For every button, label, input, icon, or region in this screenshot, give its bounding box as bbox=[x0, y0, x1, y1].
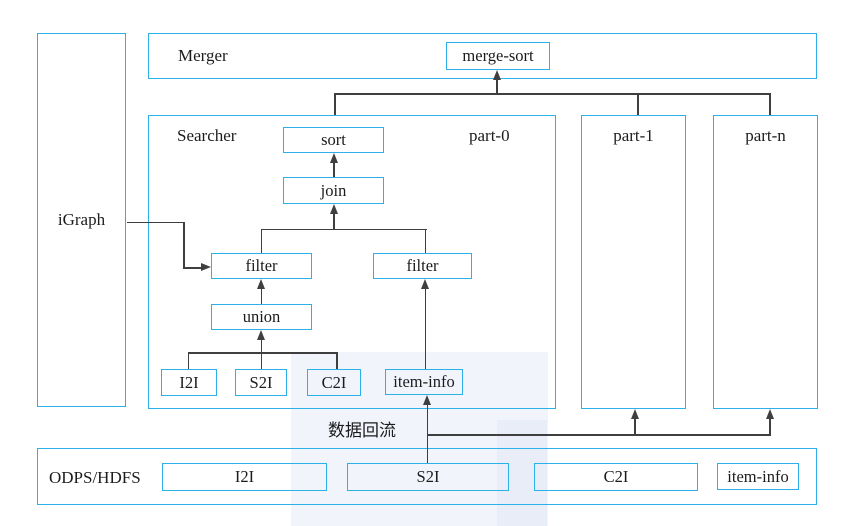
filter-right-label: filter bbox=[406, 256, 439, 275]
searcher-box: Searcher part-0 bbox=[148, 115, 556, 409]
connector-filter-left-line bbox=[260, 287, 263, 304]
connector-backflow-line bbox=[426, 403, 429, 463]
backflow-label: 数据回流 bbox=[328, 421, 396, 440]
watermark-tint-column bbox=[497, 420, 547, 526]
join-node: join bbox=[283, 177, 384, 204]
merge-sort-node: merge-sort bbox=[446, 42, 550, 70]
c2i-label: C2I bbox=[321, 372, 347, 392]
join-label: join bbox=[320, 180, 347, 200]
sort-node: sort bbox=[283, 127, 384, 153]
odps-c2i-label: C2I bbox=[603, 467, 629, 486]
connector-union-line bbox=[260, 338, 263, 369]
searcher-label: Searcher bbox=[177, 126, 237, 145]
union-node: union bbox=[211, 304, 312, 330]
connector-merge-sort-line bbox=[496, 77, 498, 94]
union-label: union bbox=[242, 307, 281, 326]
connector-partn-drop bbox=[769, 93, 771, 116]
merger-box: Merger bbox=[148, 33, 817, 79]
merge-sort-label: merge-sort bbox=[462, 46, 534, 65]
filter-left-node: filter bbox=[211, 253, 312, 279]
odps-i2i-node: I2I bbox=[162, 463, 327, 491]
connector-part1-drop bbox=[637, 93, 639, 116]
odps-i2i-label: I2I bbox=[234, 467, 255, 486]
connector-backflow-bus bbox=[426, 434, 771, 436]
odps-s2i-label: S2I bbox=[416, 467, 440, 486]
item-info-label: item-info bbox=[393, 372, 455, 391]
connector-igraph-h2 bbox=[183, 267, 202, 269]
arrowhead-join bbox=[329, 204, 338, 215]
filter-left-label: filter bbox=[245, 256, 278, 275]
connector-source-bus bbox=[188, 352, 337, 354]
connector-filter-right-drop bbox=[424, 228, 427, 253]
connector-sort-line bbox=[333, 161, 335, 177]
arrowhead-igraph-filter bbox=[200, 263, 211, 272]
connector-partn-up-line bbox=[769, 417, 771, 435]
sort-label: sort bbox=[321, 130, 346, 149]
odps-item-info-label: item-info bbox=[727, 466, 789, 486]
connector-filter-left-drop bbox=[260, 228, 263, 253]
arrowhead-union bbox=[257, 330, 265, 340]
connector-top-bus bbox=[335, 93, 771, 95]
odps-s2i-node: S2I bbox=[347, 463, 509, 491]
part1-box: part-1 bbox=[581, 115, 686, 409]
i2i-node: I2I bbox=[161, 369, 217, 396]
item-info-node: item-info bbox=[385, 369, 463, 395]
s2i-node: S2I bbox=[235, 369, 287, 396]
partn-box: part-n bbox=[713, 115, 818, 409]
filter-right-node: filter bbox=[373, 253, 472, 279]
part0-label: part-0 bbox=[469, 126, 510, 145]
arrowhead-partn bbox=[765, 409, 774, 420]
arrowhead-filter-right bbox=[421, 279, 429, 290]
s2i-label: S2I bbox=[249, 372, 273, 392]
c2i-node: C2I bbox=[307, 369, 361, 396]
connector-i2i-drop bbox=[187, 352, 190, 370]
i2i-label: I2I bbox=[179, 372, 199, 392]
partn-label: part-n bbox=[745, 126, 786, 145]
arrowhead-sort bbox=[329, 153, 338, 164]
arrowhead-part1 bbox=[630, 409, 639, 420]
connector-igraph-h1 bbox=[126, 221, 185, 224]
odps-c2i-node: C2I bbox=[534, 463, 698, 491]
watermark-tint bbox=[291, 352, 548, 526]
igraph-box: iGraph bbox=[37, 33, 126, 407]
odps-item-info-node: item-info bbox=[717, 463, 799, 490]
connector-c2i-drop bbox=[336, 352, 338, 370]
arrowhead-merge-sort bbox=[492, 69, 501, 80]
odps-label: ODPS/HDFS bbox=[49, 468, 141, 487]
connector-join-line bbox=[333, 212, 335, 229]
igraph-label: iGraph bbox=[57, 210, 106, 229]
connector-part1-up-line bbox=[634, 417, 636, 435]
arrowhead-item-info bbox=[423, 395, 431, 406]
merger-label: Merger bbox=[178, 46, 228, 65]
part1-label: part-1 bbox=[613, 126, 654, 145]
connector-filter-right-line bbox=[424, 287, 427, 369]
connector-searcher-drop bbox=[334, 93, 336, 116]
arrowhead-filter-left bbox=[257, 279, 265, 290]
connector-filter-bus bbox=[261, 228, 427, 230]
connector-igraph-v bbox=[183, 221, 185, 269]
